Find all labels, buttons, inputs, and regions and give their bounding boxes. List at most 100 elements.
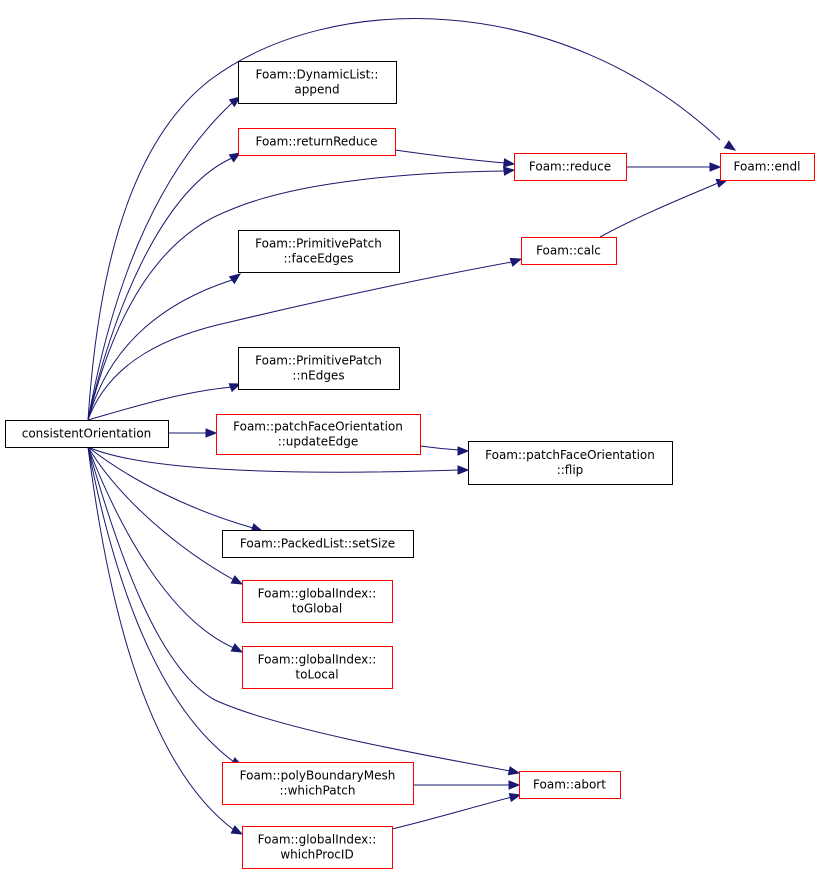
edge-line <box>391 796 513 830</box>
node-label-line: Foam::PrimitivePatch <box>255 354 382 368</box>
edge-updateedge-to-flip <box>419 445 470 456</box>
node-updateedge[interactable]: Foam::patchFaceOrientation::updateEdge <box>216 414 421 455</box>
edge-line <box>419 445 460 451</box>
edge-root-to-calc <box>87 257 523 421</box>
edge-root-to-abort <box>87 446 521 776</box>
node-label-line: Foam::DynamicList:: <box>256 68 379 82</box>
node-label-line: Foam::endl <box>734 160 801 174</box>
edge-root-to-updateedge <box>168 428 218 438</box>
node-label-line: consistentOrientation <box>22 427 152 441</box>
node-label-line: ::faceEdges <box>283 252 353 266</box>
node-box <box>216 414 421 455</box>
node-label-line: Foam::calc <box>536 244 601 258</box>
node-label-line: Foam::abort <box>533 778 606 792</box>
edge-root-to-setsize <box>87 446 264 533</box>
node-dynamiclist-append[interactable]: Foam::DynamicList::append <box>238 61 397 104</box>
edge-root-to-tolocal <box>87 446 244 653</box>
node-toglobal[interactable]: Foam::globalIndex::toGlobal <box>242 580 393 623</box>
edges-layer <box>87 18 737 835</box>
node-endl[interactable]: Foam::endl <box>720 153 815 181</box>
node-label-line: Foam::polyBoundaryMesh <box>240 769 396 783</box>
node-box <box>238 128 396 156</box>
node-label-line: Foam::globalIndex:: <box>258 833 377 847</box>
edge-line <box>87 446 511 772</box>
node-root[interactable]: consistentOrientation <box>5 420 169 448</box>
node-box <box>222 530 414 558</box>
node-nedges[interactable]: Foam::PrimitivePatch::nEdges <box>238 347 400 390</box>
arrowhead <box>723 140 737 151</box>
arrowhead <box>457 446 470 456</box>
arrowhead <box>503 158 516 168</box>
edge-reduce-to-endl <box>626 162 722 172</box>
node-box <box>5 420 169 448</box>
node-label-line: Foam::globalIndex:: <box>258 587 377 601</box>
node-faceedges[interactable]: Foam::PrimitivePatch::faceEdges <box>238 230 400 273</box>
node-abort[interactable]: Foam::abort <box>519 771 621 799</box>
node-label-line: ::nEdges <box>292 369 344 383</box>
node-label-line: ::flip <box>557 463 584 477</box>
node-box <box>720 153 815 181</box>
arrowhead <box>230 575 244 585</box>
node-flip[interactable]: Foam::patchFaceOrientation::flip <box>468 441 673 485</box>
node-label-line: Foam::PackedList::setSize <box>240 537 395 551</box>
node-label-line: Foam::returnReduce <box>255 135 377 149</box>
node-box <box>242 646 393 689</box>
node-label-line: Foam::patchFaceOrientation <box>233 420 403 434</box>
node-box <box>242 580 393 623</box>
edge-calc-to-endl <box>599 178 729 238</box>
arrowhead <box>230 825 244 835</box>
edge-line <box>87 261 513 421</box>
node-calc[interactable]: Foam::calc <box>521 237 617 265</box>
node-setsize[interactable]: Foam::PackedList::setSize <box>222 530 414 558</box>
node-tolocal[interactable]: Foam::globalIndex::toLocal <box>242 646 393 689</box>
arrowhead <box>228 273 242 285</box>
edge-root-to-toglobal <box>87 446 244 585</box>
node-box <box>222 762 414 805</box>
edge-root-to-reduce <box>87 166 516 421</box>
node-box <box>238 230 400 273</box>
arrowhead <box>508 780 521 790</box>
arrowhead <box>228 383 242 393</box>
edge-line <box>87 446 235 831</box>
node-label-line: ::updateEdge <box>278 435 359 449</box>
node-box <box>514 153 627 181</box>
edge-line <box>87 446 460 473</box>
node-label-line: toGlobal <box>292 602 342 616</box>
arrowhead <box>508 792 522 803</box>
edge-root-to-whichpatch <box>87 446 244 767</box>
edge-line <box>87 18 721 421</box>
nodes-layer: consistentOrientation Foam::DynamicList::… <box>5 61 815 869</box>
node-returnreduce[interactable]: Foam::returnReduce <box>238 128 396 156</box>
node-label-line: append <box>294 83 339 97</box>
edge-root-to-faceedges <box>87 273 242 421</box>
edge-root-to-endl <box>87 18 737 421</box>
node-whichpatch[interactable]: Foam::polyBoundaryMesh::whichPatch <box>222 762 414 805</box>
node-box <box>238 347 400 390</box>
arrowhead <box>503 166 516 176</box>
node-label-line: ::whichPatch <box>279 784 355 798</box>
node-reduce[interactable]: Foam::reduce <box>514 153 627 181</box>
edge-line <box>394 149 506 164</box>
arrowhead <box>205 428 218 438</box>
edge-line <box>87 102 233 421</box>
edge-line <box>87 170 506 421</box>
edge-line <box>87 446 235 649</box>
node-label-line: Foam::PrimitivePatch <box>255 237 382 251</box>
node-label-line: toLocal <box>295 668 338 682</box>
node-whichprocid[interactable]: Foam::globalIndex::whichProcID <box>242 826 393 869</box>
arrowhead <box>507 766 521 776</box>
node-box <box>242 826 393 869</box>
edge-line <box>87 279 233 421</box>
node-label-line: whichProcID <box>280 848 353 862</box>
edge-whichprocid-to-abort <box>391 792 522 830</box>
edge-line <box>87 386 233 421</box>
edge-line <box>87 446 235 763</box>
arrowhead <box>228 152 242 163</box>
node-label-line: Foam::globalIndex:: <box>258 653 377 667</box>
edge-root-to-flip <box>87 446 470 475</box>
arrowhead <box>709 162 722 172</box>
arrowhead <box>457 465 470 475</box>
edge-root-to-dynamiclist_append <box>87 96 242 421</box>
edge-line <box>87 446 254 529</box>
edge-line <box>87 157 233 421</box>
